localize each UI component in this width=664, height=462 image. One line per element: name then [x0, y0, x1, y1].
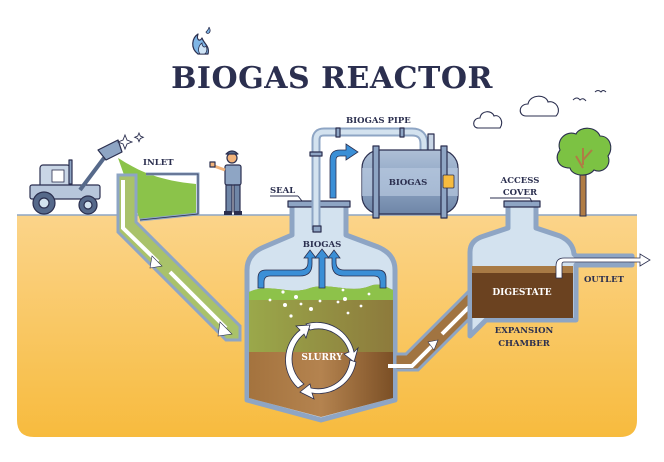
outlet-arrow [555, 253, 651, 279]
gas-flow-arrows [257, 248, 387, 289]
bird-icon [572, 90, 607, 102]
worker-icon [209, 150, 242, 215]
title-flame-icon [192, 26, 211, 55]
label-digestate: DIGESTATE [492, 288, 551, 298]
label-outlet: OUTLET [584, 275, 625, 285]
biogas-tank [361, 145, 459, 219]
inlet-pipe [116, 173, 242, 342]
label-biogas-pipe: BIOGAS PIPE [346, 116, 411, 126]
cloud-icon [473, 95, 559, 129]
label-slurry: SLURRY [301, 353, 343, 363]
expansion-chamber [467, 200, 635, 339]
page-title: BIOGAS REACTOR [171, 61, 493, 96]
label-biogas-dome: BIOGAS [303, 240, 342, 250]
label-biogas-tank: BIOGAS [389, 178, 428, 188]
tree-icon [556, 127, 612, 217]
label-seal: SEAL [270, 186, 295, 196]
gas-flow-arrow-to-tank [329, 143, 359, 199]
sparkle-icon [116, 131, 145, 151]
label-expansion-1: EXPANSION [495, 326, 554, 336]
label-inlet: INLET [143, 158, 174, 168]
gas-bubbles [268, 288, 371, 318]
cycle-arrows-icon [285, 322, 359, 400]
label-expansion-2: CHAMBER [498, 339, 550, 349]
tractor-icon [29, 139, 123, 215]
label-access-cover-2: COVER [503, 188, 538, 198]
label-access-cover-1: ACCESS [500, 176, 540, 186]
